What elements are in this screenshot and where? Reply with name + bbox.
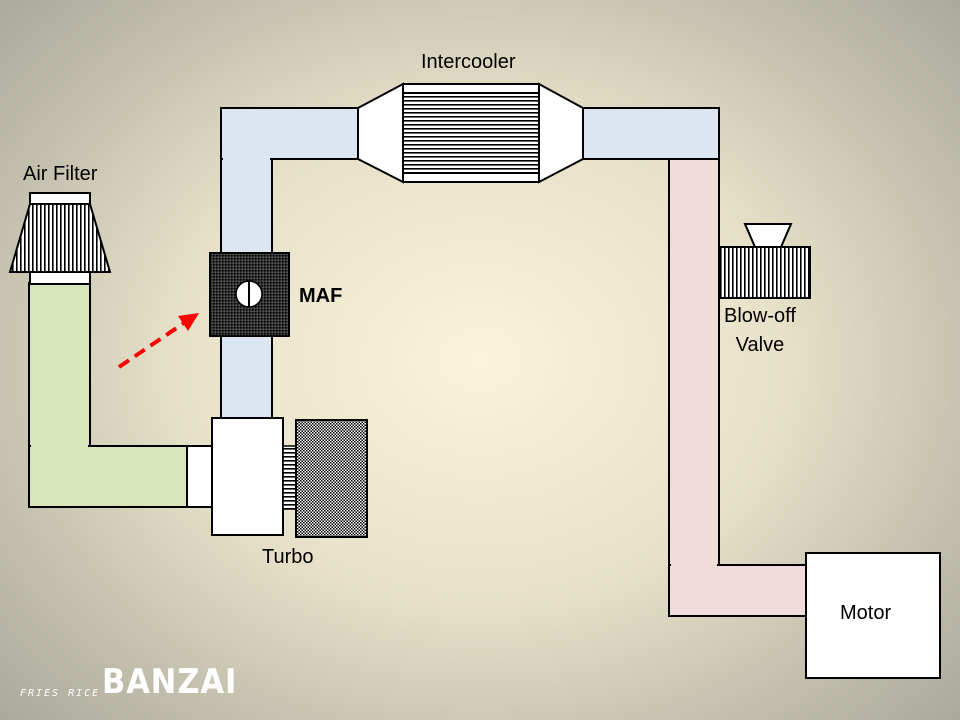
motor-box — [805, 552, 941, 679]
maf-sensor — [209, 252, 290, 337]
brand-big-text: BANZAI — [102, 662, 238, 702]
intake-pipe — [28, 282, 190, 508]
charge-pipe — [220, 107, 720, 421]
brand-small-text: FRIES RICE — [20, 688, 101, 699]
maf-label: MAF — [299, 285, 343, 307]
dashed-arrow-icon — [117, 313, 199, 369]
blowoff-label-line1: Blow-off — [724, 305, 796, 327]
brand-logo: FRIES RICE BANZAI — [20, 662, 253, 702]
turbo-label: Turbo — [262, 546, 314, 568]
intercooler-icon — [357, 82, 584, 184]
turbo-icon — [186, 417, 368, 538]
boost-pipe — [668, 158, 807, 617]
motor-label: Motor — [840, 602, 892, 624]
intercooler-label: Intercooler — [421, 51, 516, 73]
blowoff-valve-label: Blow-off Valve — [724, 302, 796, 360]
blowoff-valve-icon — [718, 223, 811, 299]
air-filter-label: Air Filter — [23, 163, 98, 185]
blowoff-label-line2: Valve — [735, 334, 785, 356]
air-filter-icon — [8, 192, 112, 285]
